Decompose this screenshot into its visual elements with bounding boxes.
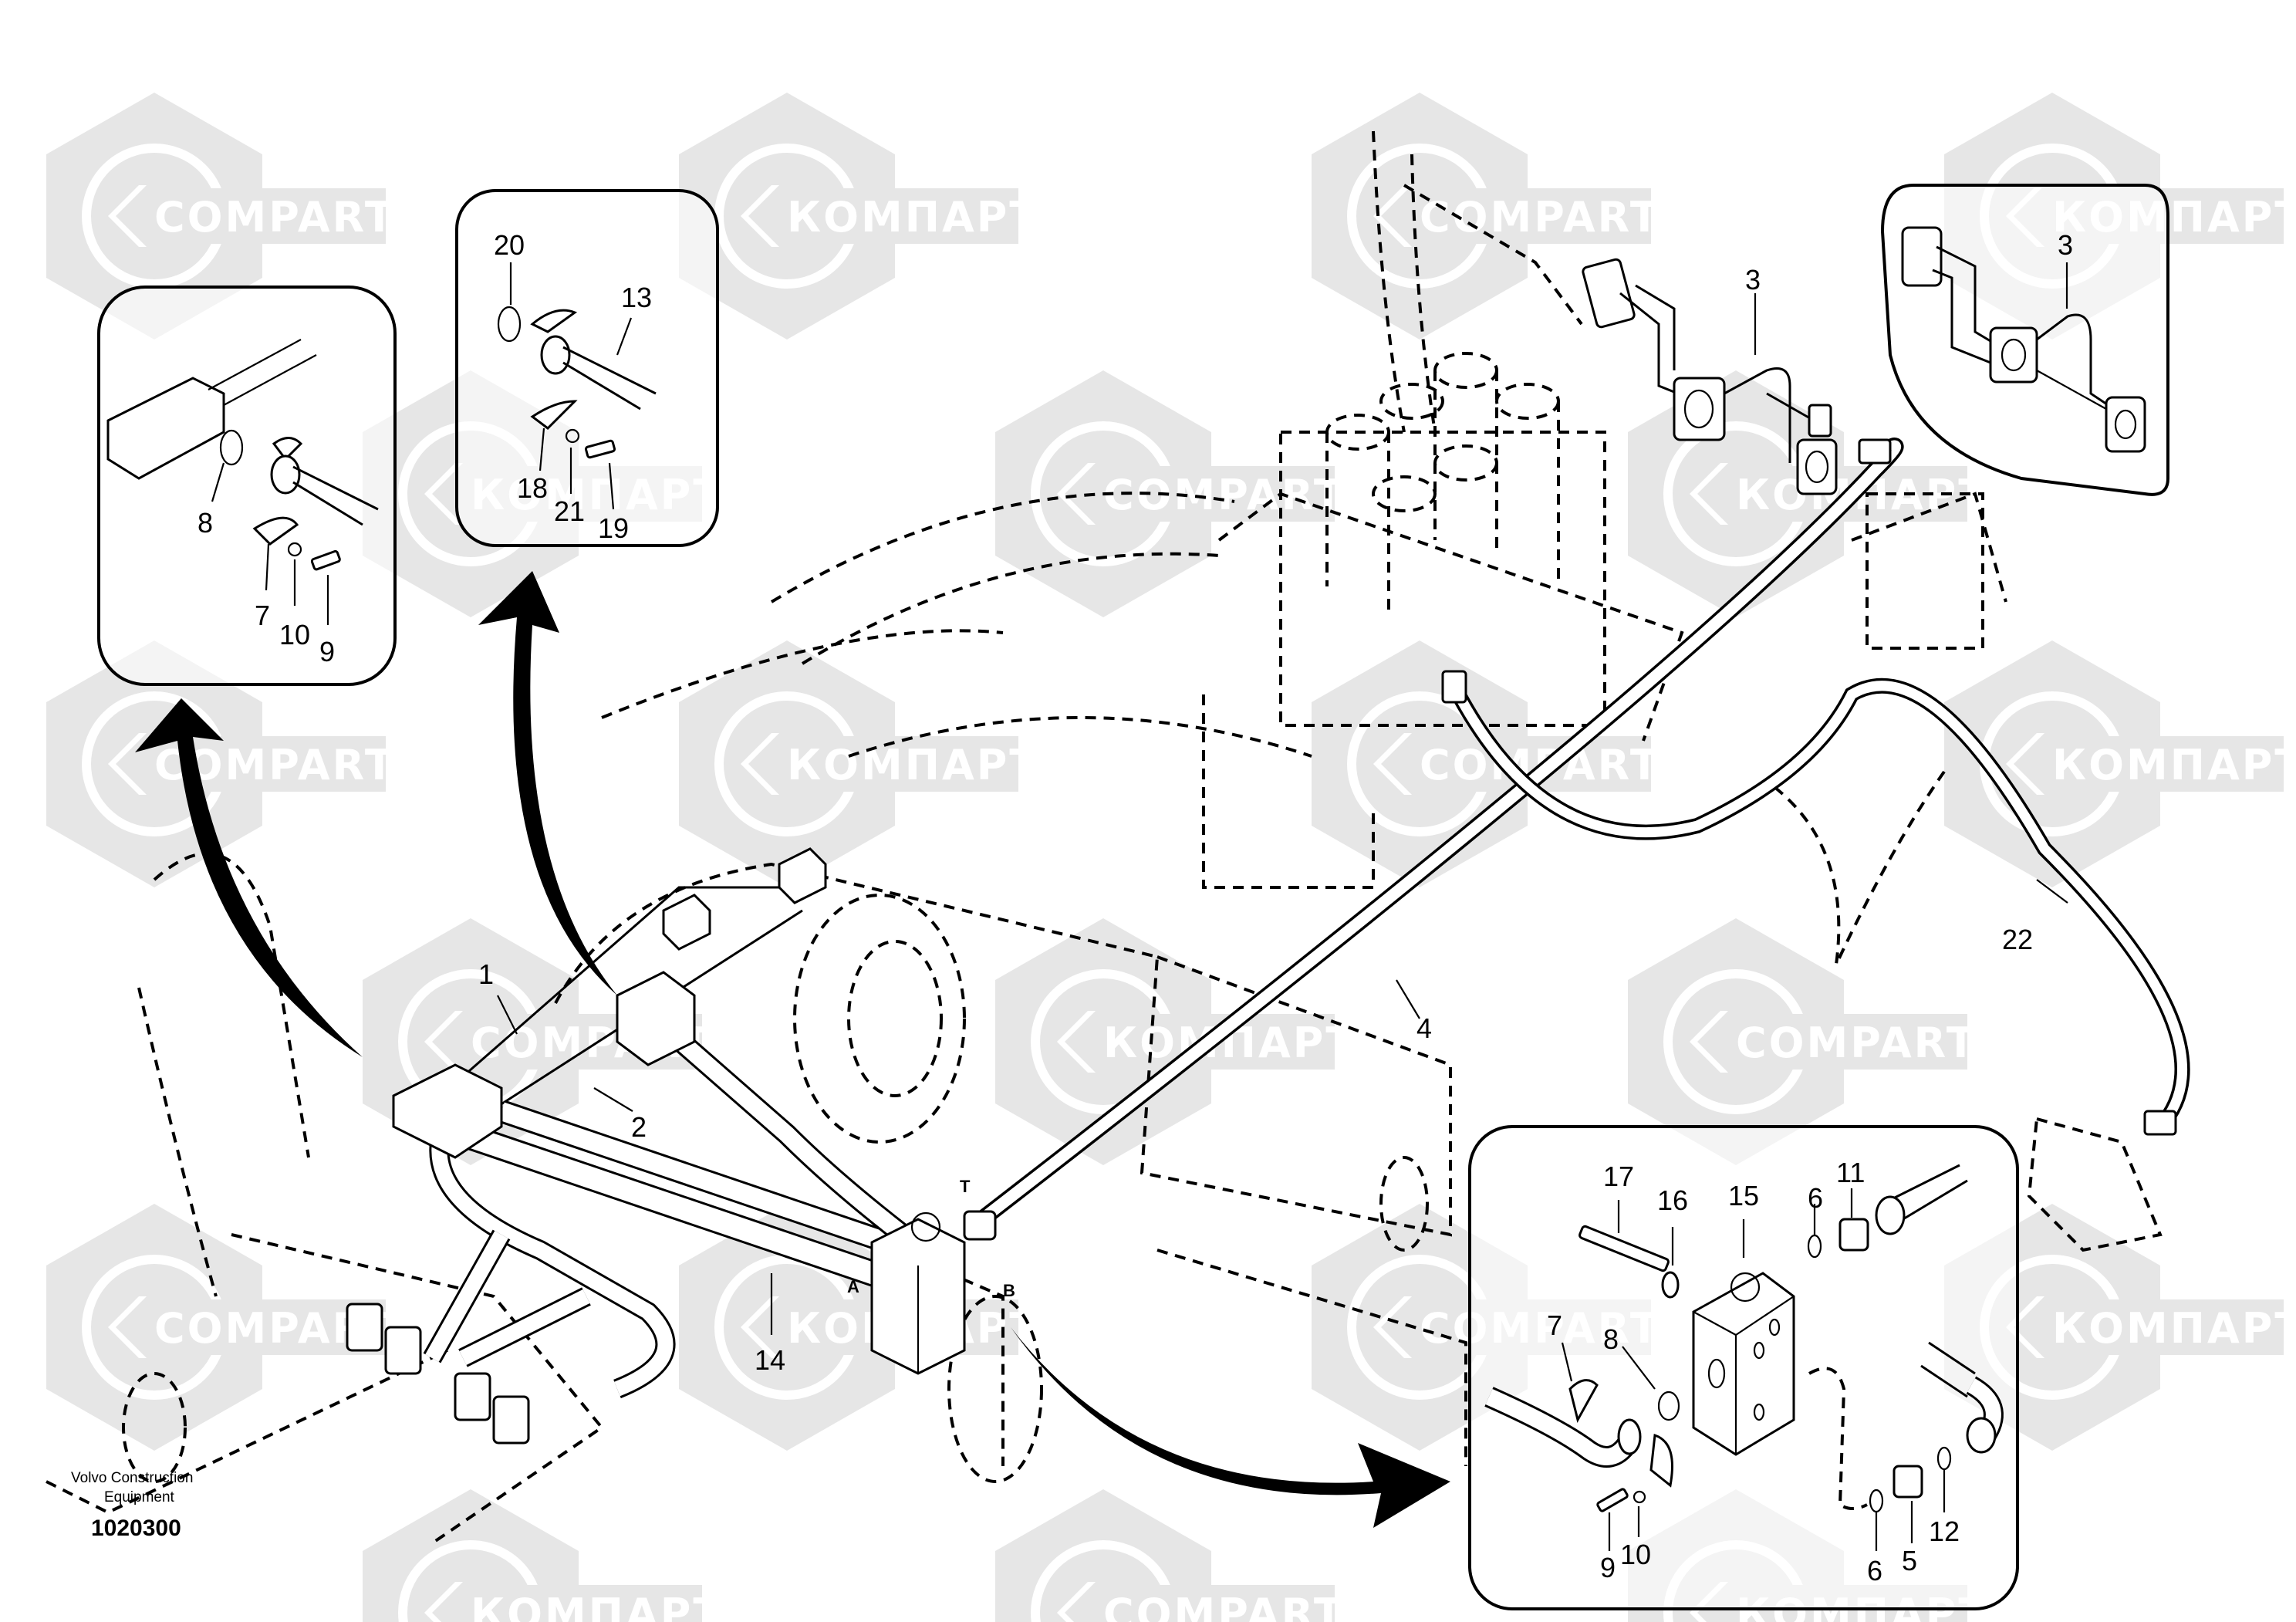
arrow-to-left-inset	[135, 698, 363, 1057]
control-valve-bank	[1325, 352, 1560, 617]
callout-3: 3	[1745, 264, 1761, 296]
tube-bundle	[346, 847, 914, 1445]
inset-upper-callout-21: 21	[554, 495, 585, 527]
watermark-tile: COMPART	[995, 370, 1345, 617]
publisher-line-1: Volvo Construction	[71, 1470, 193, 1486]
watermark-tile: КОМПАРТ	[1944, 640, 2296, 887]
inset-valve-callout-8: 8	[1603, 1323, 1619, 1355]
valve-block-main	[870, 1210, 997, 1375]
inset-valve-callout-15: 15	[1728, 1180, 1759, 1211]
watermark-text: КОМПАРТ	[471, 1590, 724, 1622]
clamp-block	[392, 847, 827, 1159]
hose-4	[967, 438, 1904, 1234]
inset-valve-callout-11: 11	[1836, 1157, 1865, 1188]
inset-valve-callout-12: 12	[1929, 1516, 1960, 1547]
callout-2: 2	[631, 1111, 647, 1143]
watermark-text: COMPART	[1736, 1019, 1977, 1067]
inset-tube-detail: 3	[1880, 184, 2169, 496]
inset-valve-callout-17: 17	[1603, 1161, 1634, 1192]
inset-valve-callout-16: 16	[1657, 1184, 1688, 1216]
callout-14: 14	[755, 1344, 785, 1376]
watermark-text: КОМПАРТ	[2052, 741, 2296, 789]
watermark-tile: COMPART	[46, 93, 396, 340]
inset-upper-callout-18: 18	[517, 472, 548, 504]
port-label-b: B	[1003, 1281, 1015, 1300]
watermark-text: КОМПАРТ	[787, 741, 1040, 789]
drawing-number: 1020300	[91, 1516, 181, 1541]
inset-valve-block: 17 16 15 6 11 7 8 9 10 6 5 12	[1468, 1125, 2019, 1610]
tube-3-assembly	[1582, 258, 1838, 495]
watermark-tile: COMPART	[46, 1204, 393, 1451]
reference-arrows	[135, 571, 1450, 1528]
machine-outline-dashed	[46, 130, 2163, 1545]
inset-left-callout-9: 9	[319, 636, 335, 667]
watermark-text: COMPART	[1103, 471, 1345, 519]
inset-left-clamp: 8 7 10 9	[97, 286, 397, 686]
callout-1: 1	[478, 958, 494, 990]
publisher-line-2: Equipment	[104, 1489, 175, 1505]
watermark-tile: COMPART	[995, 1489, 1345, 1622]
inset-valve-callout-6-top: 6	[1808, 1182, 1823, 1214]
watermark-tile: КОМПАРТ	[363, 1489, 724, 1622]
main-callouts: 1 2 3 4 14 22	[478, 264, 2068, 1376]
port-label-a: A	[847, 1277, 859, 1296]
inset-left-callout-8: 8	[198, 507, 213, 539]
inset-valve-callout-6-bottom: 6	[1867, 1555, 1882, 1587]
watermark-tile: КОМПАРТ	[679, 93, 1040, 340]
inset-valve-callout-7: 7	[1547, 1309, 1562, 1341]
arrow-to-upper-inset	[478, 571, 617, 995]
inset-upper-callout-13: 13	[621, 282, 652, 313]
callout-4: 4	[1416, 1012, 1432, 1044]
port-label-t: T	[960, 1177, 971, 1196]
inset-upper-callout-20: 20	[494, 229, 525, 261]
callout-22: 22	[2002, 924, 2033, 955]
inset-upper-callout-19: 19	[598, 512, 629, 544]
watermark-text: КОМПАРТ	[787, 193, 1040, 242]
watermark-tile: COMPART	[1312, 640, 1659, 887]
inset-valve-callout-5: 5	[1902, 1545, 1917, 1576]
watermark-text: COMPART	[1103, 1590, 1345, 1622]
watermark-tile: КОМПАРТ	[1944, 1204, 2296, 1451]
inset-tube-callout-3: 3	[2058, 229, 2073, 261]
watermark-tile: КОМПАРТ	[995, 918, 1354, 1165]
inset-valve-callout-9: 9	[1600, 1552, 1616, 1583]
inset-valve-callout-10: 10	[1620, 1539, 1651, 1570]
watermark-text: COMPART	[154, 193, 396, 242]
arrow-to-valve-inset	[1011, 1327, 1450, 1528]
inset-left-callout-10: 10	[279, 619, 310, 650]
watermark-tile: COMPART	[1628, 918, 1977, 1165]
inset-upper-clamp: 20 13 18 21 19	[455, 189, 719, 547]
watermark-text: КОМПАРТ	[2052, 1304, 2296, 1353]
hose-22	[1441, 670, 2190, 1136]
inset-left-callout-7: 7	[255, 600, 270, 631]
watermark-tile: КОМПАРТ	[679, 640, 1040, 887]
